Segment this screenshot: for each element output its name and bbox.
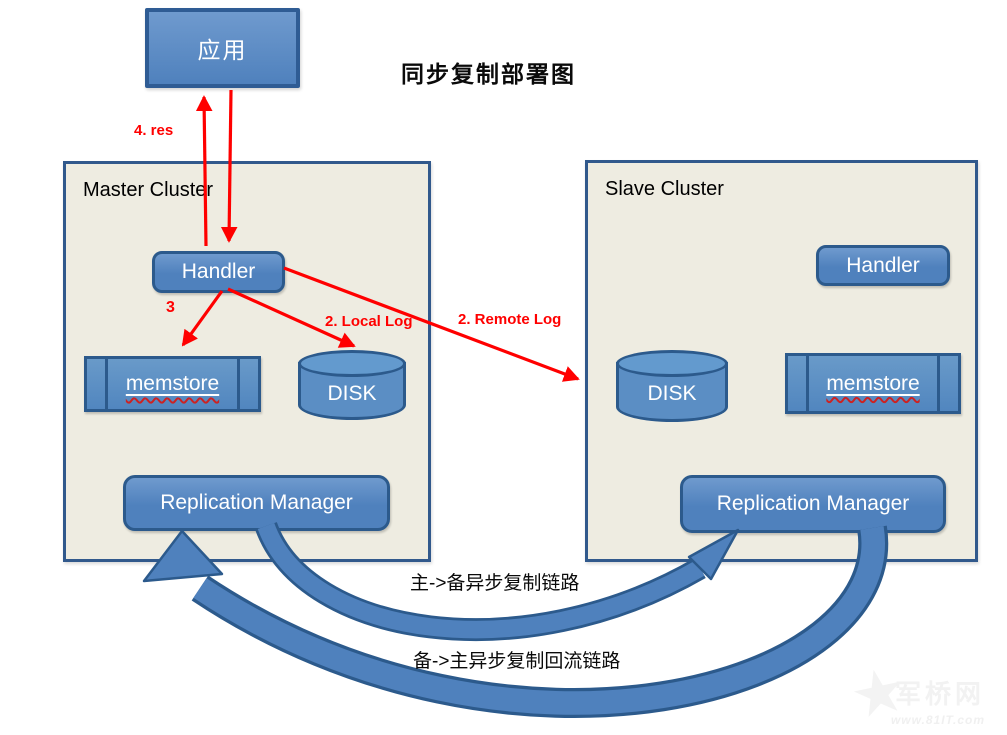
- slave-memstore-label-wrap: memstore: [826, 372, 919, 396]
- master-disk-label: DISK: [327, 382, 377, 405]
- disk-cylinder-top: [616, 350, 728, 377]
- label-step-3: 3: [166, 299, 175, 316]
- master-memstore-node: memstore: [84, 356, 261, 412]
- slave-memstore-node: memstore: [785, 353, 961, 414]
- slave-handler-label: Handler: [846, 253, 920, 277]
- memstore-left-bar: [87, 359, 108, 409]
- master-memstore-label-wrap: memstore: [126, 372, 219, 396]
- watermark-site-name: 军桥网: [894, 679, 985, 709]
- master-replication-manager-label: Replication Manager: [160, 491, 353, 514]
- master-memstore-label: memstore: [125, 372, 220, 395]
- label-local-log: 2. Local Log: [325, 313, 413, 330]
- memstore-right-bar: [237, 359, 258, 409]
- diagram-title: 同步复制部署图: [401, 61, 576, 87]
- slave-disk-node: DISK: [616, 350, 728, 422]
- watermark-site-url: www.81IT.com: [890, 713, 985, 727]
- slave-disk-label: DISK: [647, 382, 697, 405]
- master-cluster-box: Master Cluster Handler memstore DISK Rep…: [63, 161, 431, 562]
- label-remote-log: 2. Remote Log: [458, 311, 562, 328]
- memstore-left-bar: [788, 356, 809, 411]
- label-master-to-slave-link: 主->备异步复制链路: [410, 573, 580, 594]
- application-label: 应用: [197, 37, 248, 63]
- slave-replication-manager-node: Replication Manager: [680, 475, 946, 533]
- slave-cluster-box: Slave Cluster Handler DISK memstore Repl…: [585, 160, 978, 562]
- slave-cluster-label: Slave Cluster: [605, 178, 724, 200]
- label-slave-to-master-link: 备->主异步复制回流链路: [413, 651, 621, 672]
- master-replication-manager-node: Replication Manager: [123, 475, 390, 531]
- slave-handler-node: Handler: [816, 245, 950, 286]
- application-node: 应用: [145, 8, 300, 88]
- label-response: 4. res: [134, 122, 174, 139]
- slave-memstore-label: memstore: [826, 371, 920, 395]
- master-handler-node: Handler: [152, 251, 285, 293]
- master-cluster-label: Master Cluster: [83, 179, 214, 201]
- memstore-right-bar: [937, 356, 958, 411]
- master-handler-label: Handler: [181, 260, 256, 283]
- disk-cylinder-top: [298, 350, 406, 377]
- slave-replication-manager-label: Replication Manager: [716, 492, 910, 515]
- master-disk-node: DISK: [298, 350, 406, 420]
